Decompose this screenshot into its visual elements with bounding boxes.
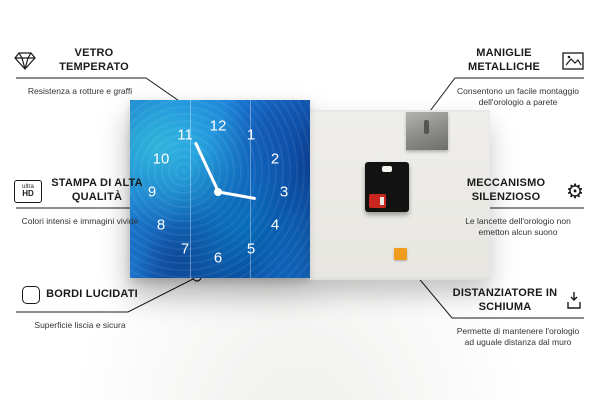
gear-icon: ⚙: [566, 179, 584, 203]
feature-stampa-alta-qualita: ultra HD STAMPA DI ALTA QUALITÀ Colori i…: [14, 174, 146, 227]
feature-title: MECCANISMO SILENZIOSO: [466, 177, 546, 203]
feature-description: Resistenza a rotture e graffi: [27, 86, 133, 96]
clock-center-cap: [214, 188, 222, 196]
clock-number: 10: [152, 150, 170, 168]
feature-description: Consentono un facile montaggio dell'orol…: [457, 86, 579, 108]
picture-frame-icon: [562, 52, 584, 70]
panel-seam: [190, 100, 191, 278]
clock-number: 9: [147, 183, 157, 201]
feature-distanziatore-schiuma: DISTANZIATORE IN SCHIUMA Permette di man…: [452, 284, 584, 349]
clock-number: 4: [270, 216, 280, 234]
feature-description: Le lancette dell'orologio non emetton al…: [465, 216, 571, 238]
clock-mechanism: [365, 162, 409, 212]
clock-number: 7: [180, 240, 190, 258]
clock-number: 12: [209, 117, 227, 135]
clock-back-panel: [310, 110, 490, 280]
clock-number: 11: [177, 126, 193, 144]
feature-title: STAMPA DI ALTA QUALITÀ: [51, 177, 143, 203]
feature-vetro-temperato: VETRO TEMPERATO Resistenza a rotture e g…: [14, 44, 146, 97]
feature-title: MANIGLIE METALLICHE: [467, 47, 541, 73]
feature-header: ultra HD STAMPA DI ALTA QUALITÀ: [14, 174, 146, 208]
clock-number: 2: [270, 150, 280, 168]
feature-bordi-lucidati: BORDI LUCIDATI Superficie liscia e sicur…: [14, 278, 146, 331]
feature-header: MANIGLIE METALLICHE: [452, 44, 584, 78]
rounded-edge-icon: [22, 286, 41, 304]
ultra-hd-icon: ultra HD: [14, 179, 42, 203]
feature-description: Superficie liscia e sicura: [34, 320, 126, 330]
feature-header: BORDI LUCIDATI: [14, 278, 146, 312]
diamond-icon: [14, 52, 36, 70]
feature-maniglie-metalliche: MANIGLIE METALLICHE Consentono un facile…: [452, 44, 584, 109]
foam-spacer-icon: [564, 291, 584, 311]
metal-hanger-plate: [406, 112, 448, 150]
clock-number: 1: [246, 126, 256, 144]
feature-title: VETRO TEMPERATO: [59, 47, 129, 73]
feature-title: DISTANZIATORE IN SCHIUMA: [452, 287, 558, 313]
feature-description: Permette di mantenere l'orologio ad ugua…: [456, 326, 580, 348]
clock-number: 8: [156, 216, 166, 234]
feature-header: MECCANISMO SILENZIOSO ⚙: [452, 174, 584, 208]
hanger-hole: [382, 166, 392, 172]
clock-number: 6: [213, 249, 223, 267]
foam-spacer: [394, 248, 407, 260]
minute-hand: [193, 141, 220, 193]
feature-header: VETRO TEMPERATO: [14, 44, 146, 78]
battery: [369, 194, 386, 208]
clock-front-face: 12 1 2 3 4 5 6 7 8 9 10 11: [130, 100, 310, 278]
feature-header: DISTANZIATORE IN SCHIUMA: [452, 284, 584, 318]
panel-seam: [250, 100, 251, 278]
feature-description: Colori intensi e immagini vivide: [21, 216, 139, 226]
feature-meccanismo-silenzioso: MECCANISMO SILENZIOSO ⚙ Le lancette dell…: [452, 174, 584, 239]
clock-number: 5: [246, 240, 256, 258]
feature-title: BORDI LUCIDATI: [46, 288, 138, 301]
clock-number: 3: [279, 183, 289, 201]
